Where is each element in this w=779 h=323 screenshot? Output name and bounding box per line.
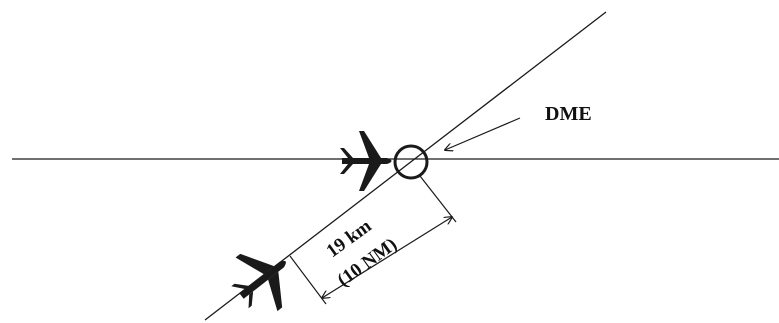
dimension-extension-lower (290, 256, 326, 304)
airplane-icon (219, 235, 307, 323)
dimension-extension-upper (420, 176, 456, 222)
dme-pointer-arrow (445, 118, 520, 150)
dme-label: DME (545, 103, 592, 125)
